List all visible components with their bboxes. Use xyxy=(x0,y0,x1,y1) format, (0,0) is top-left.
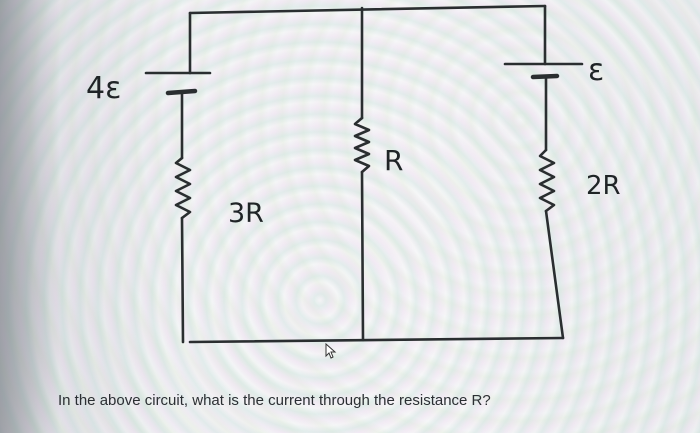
left-wire-bottom xyxy=(180,216,185,344)
right-resistor-2R xyxy=(538,148,556,213)
bottom-wire xyxy=(188,336,565,344)
left-resistor-3R xyxy=(174,156,192,220)
top-wire xyxy=(188,4,547,15)
question-text: In the above circuit, what is the curren… xyxy=(58,392,491,409)
label-emf-right: ε xyxy=(588,53,604,88)
middle-resistor-R xyxy=(353,116,371,174)
label-emf-left: 4ε xyxy=(86,71,121,106)
right-wire-bottom xyxy=(544,209,565,340)
middle-wire-bottom xyxy=(360,170,365,342)
label-resistor-R: R xyxy=(384,144,403,177)
label-resistor-3R: 3R xyxy=(228,198,264,229)
pointer-cursor-icon xyxy=(325,343,337,359)
page-shadow xyxy=(0,0,60,433)
label-resistor-2R: 2R xyxy=(586,171,621,201)
